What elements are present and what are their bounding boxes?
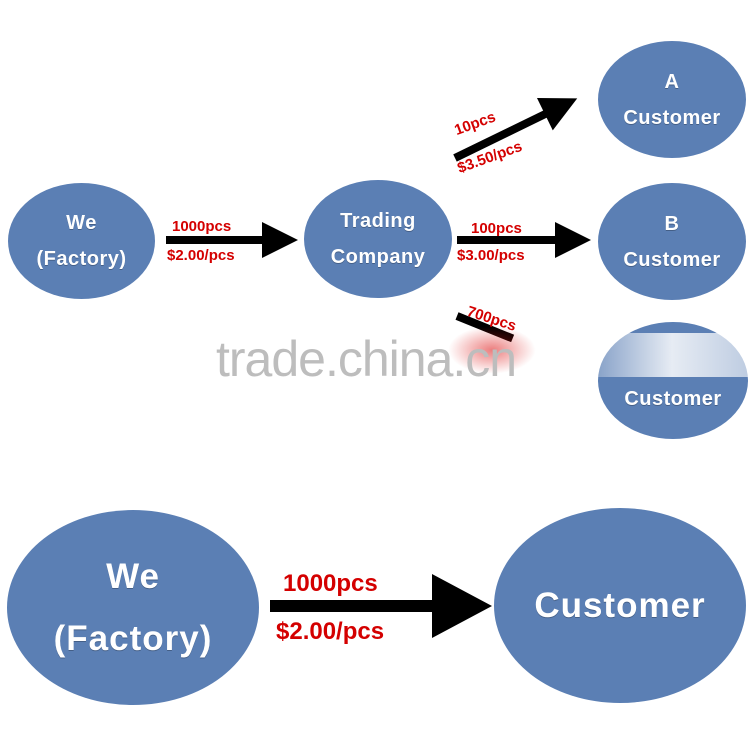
arrow-factory-to-customer: [270, 574, 492, 638]
customer-c-label: Customer: [624, 388, 722, 410]
label-factory-to-customer-price: $2.00/pcs: [276, 618, 385, 645]
watermark-blur-patch: [594, 333, 750, 377]
watermark-text: trade.china.cn: [216, 331, 517, 387]
factory-node-bottom-line2: (Factory): [53, 618, 213, 658]
customer-a-node: A Customer: [598, 41, 746, 158]
label-factory-to-trading-qty: 1000pcs: [172, 218, 232, 235]
factory-node-top: We (Factory): [8, 183, 155, 299]
label-factory-to-trading-price: $2.00/pcs: [167, 247, 235, 264]
customer-b-node: B Customer: [598, 183, 746, 300]
watermark-red-blur: [448, 326, 536, 374]
arrow-trading-to-a: [453, 97, 578, 162]
trading-company-line2: Company: [330, 246, 426, 268]
customer-b-letter: B: [664, 212, 680, 235]
customer-a-letter: A: [664, 70, 680, 93]
customer-node-bottom-label: Customer: [534, 585, 706, 625]
arrow-trading-to-b: [457, 222, 591, 258]
trading-company-line1: Trading: [340, 210, 416, 232]
label-factory-to-customer-qty: 1000pcs: [283, 570, 378, 597]
label-trading-to-b-qty: 100pcs: [471, 220, 522, 237]
factory-node-top-line1: We: [66, 212, 97, 234]
arrow-factory-to-trading: [166, 222, 298, 258]
customer-node-bottom: Customer: [494, 508, 746, 703]
trading-company-node: Trading Company: [304, 180, 452, 298]
factory-node-top-line2: (Factory): [36, 248, 127, 270]
factory-node-bottom: We (Factory): [7, 510, 259, 705]
customer-b-label: Customer: [623, 248, 721, 271]
customer-a-label: Customer: [623, 106, 721, 129]
label-trading-to-b-price: $3.00/pcs: [457, 247, 525, 264]
factory-node-bottom-line1: We: [106, 556, 160, 596]
